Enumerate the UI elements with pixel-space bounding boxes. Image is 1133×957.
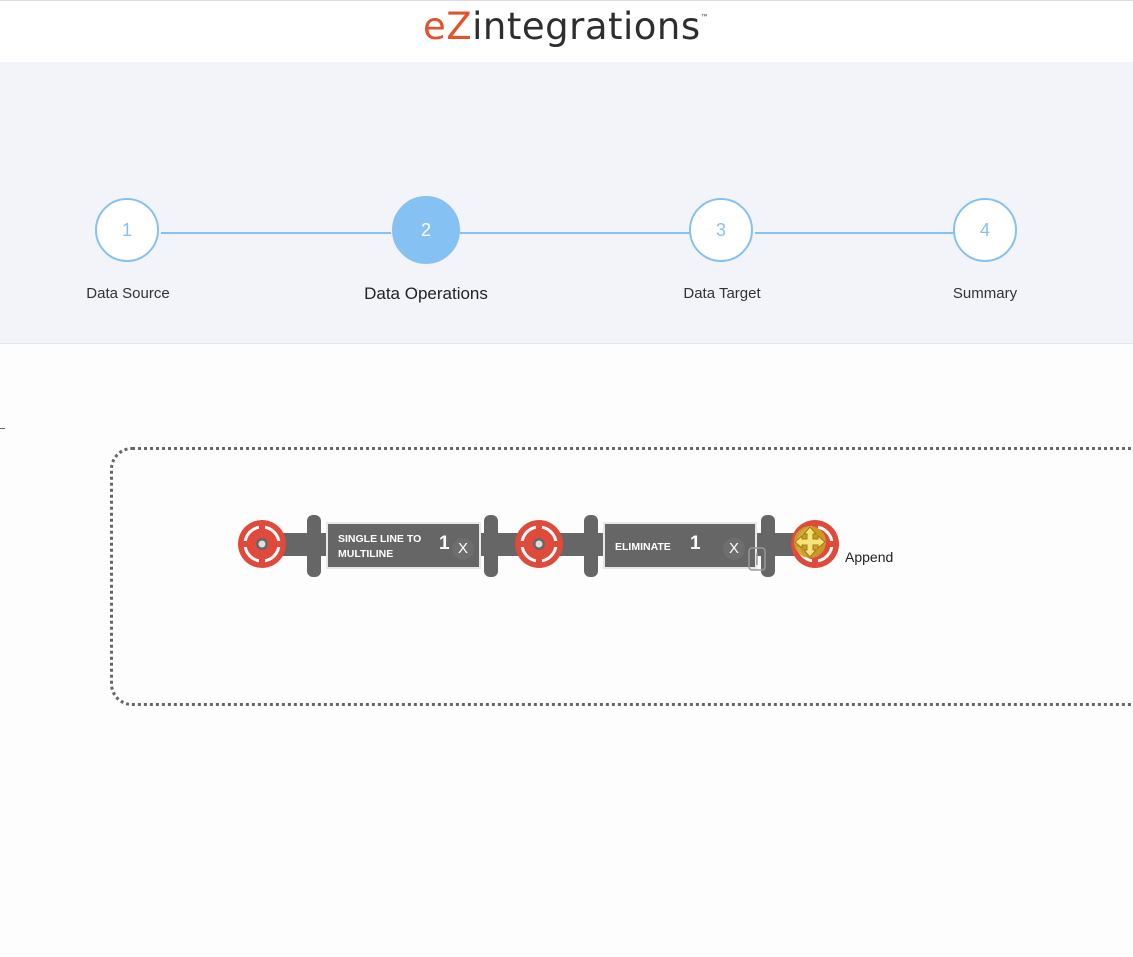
move-icon[interactable] [792, 524, 828, 560]
operation-eliminate[interactable]: ELIMINATE 1 X [603, 522, 757, 569]
remove-operation-button[interactable]: X [723, 538, 745, 560]
step-3-circle[interactable]: 3 [689, 198, 753, 262]
step-2-circle[interactable]: 2 [392, 196, 460, 264]
ezintegrations-logo: eZintegrations™ [423, 5, 710, 48]
remove-operation-button[interactable]: X [452, 538, 474, 560]
step-4-circle[interactable]: 4 [953, 198, 1017, 262]
step-4-label: Summary [952, 285, 1018, 302]
pipe-flange [484, 515, 498, 577]
step-2-label: Data Operations [364, 284, 488, 303]
step-1-label: Data Source [86, 285, 170, 302]
pipe-flange [584, 515, 598, 577]
operation-label: ELIMINATE [615, 541, 671, 553]
valve-icon[interactable] [237, 519, 287, 569]
step-connector [161, 232, 391, 234]
step-3-label: Data Target [683, 285, 761, 302]
pipeline-canvas[interactable] [110, 447, 1133, 706]
step-connector [460, 232, 690, 234]
step-connector [755, 232, 955, 234]
operation-count: 1 [690, 533, 701, 554]
document-icon [748, 547, 766, 571]
wizard-stepper: 1 2 3 4 Data Source Data Operations Data… [0, 62, 1133, 344]
operation-count: 1 [439, 533, 450, 554]
append-label: Append [845, 549, 894, 565]
step-1-circle[interactable]: 1 [95, 198, 159, 262]
pipe-flange [307, 515, 321, 577]
valve-icon[interactable] [514, 519, 564, 569]
app-header: eZintegrations™ [0, 0, 1133, 63]
divider [0, 428, 5, 429]
